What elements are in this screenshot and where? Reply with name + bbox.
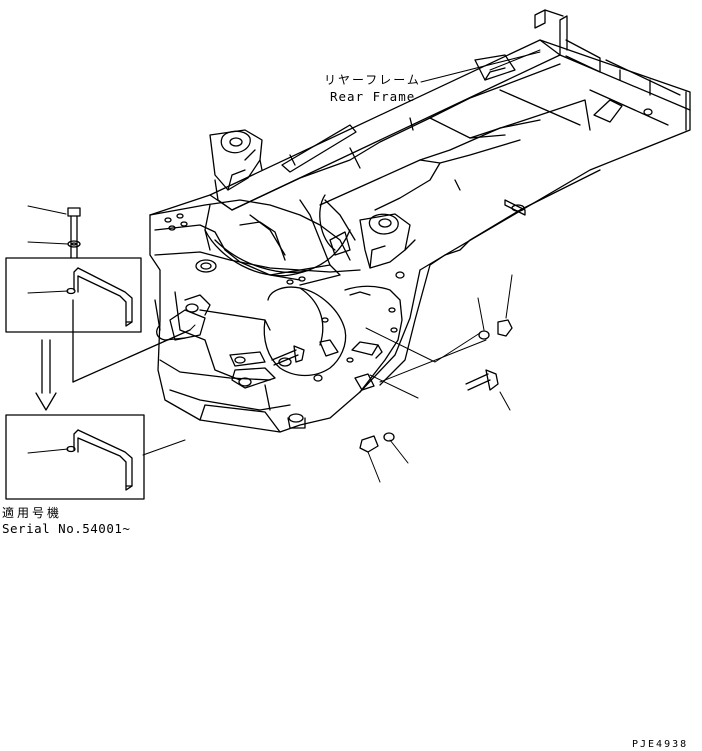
- arrow-down-icon: [35, 339, 57, 411]
- rear-frame: [149, 9, 691, 433]
- hardware-parts-right: [271, 319, 513, 453]
- leader-lines: [27, 49, 541, 483]
- serial-number-label: Serial No.54001~: [2, 521, 131, 536]
- applicable-model-label-jp: 適用号機: [2, 506, 63, 520]
- rear-frame-label-en: Rear Frame: [330, 89, 416, 104]
- rear-frame-label-jp: リヤーフレーム: [324, 73, 421, 87]
- bolt-and-washer-left: [67, 207, 191, 383]
- strap-detail-box-lower: [5, 414, 145, 500]
- drawing-code-label: PJE4938: [632, 739, 689, 750]
